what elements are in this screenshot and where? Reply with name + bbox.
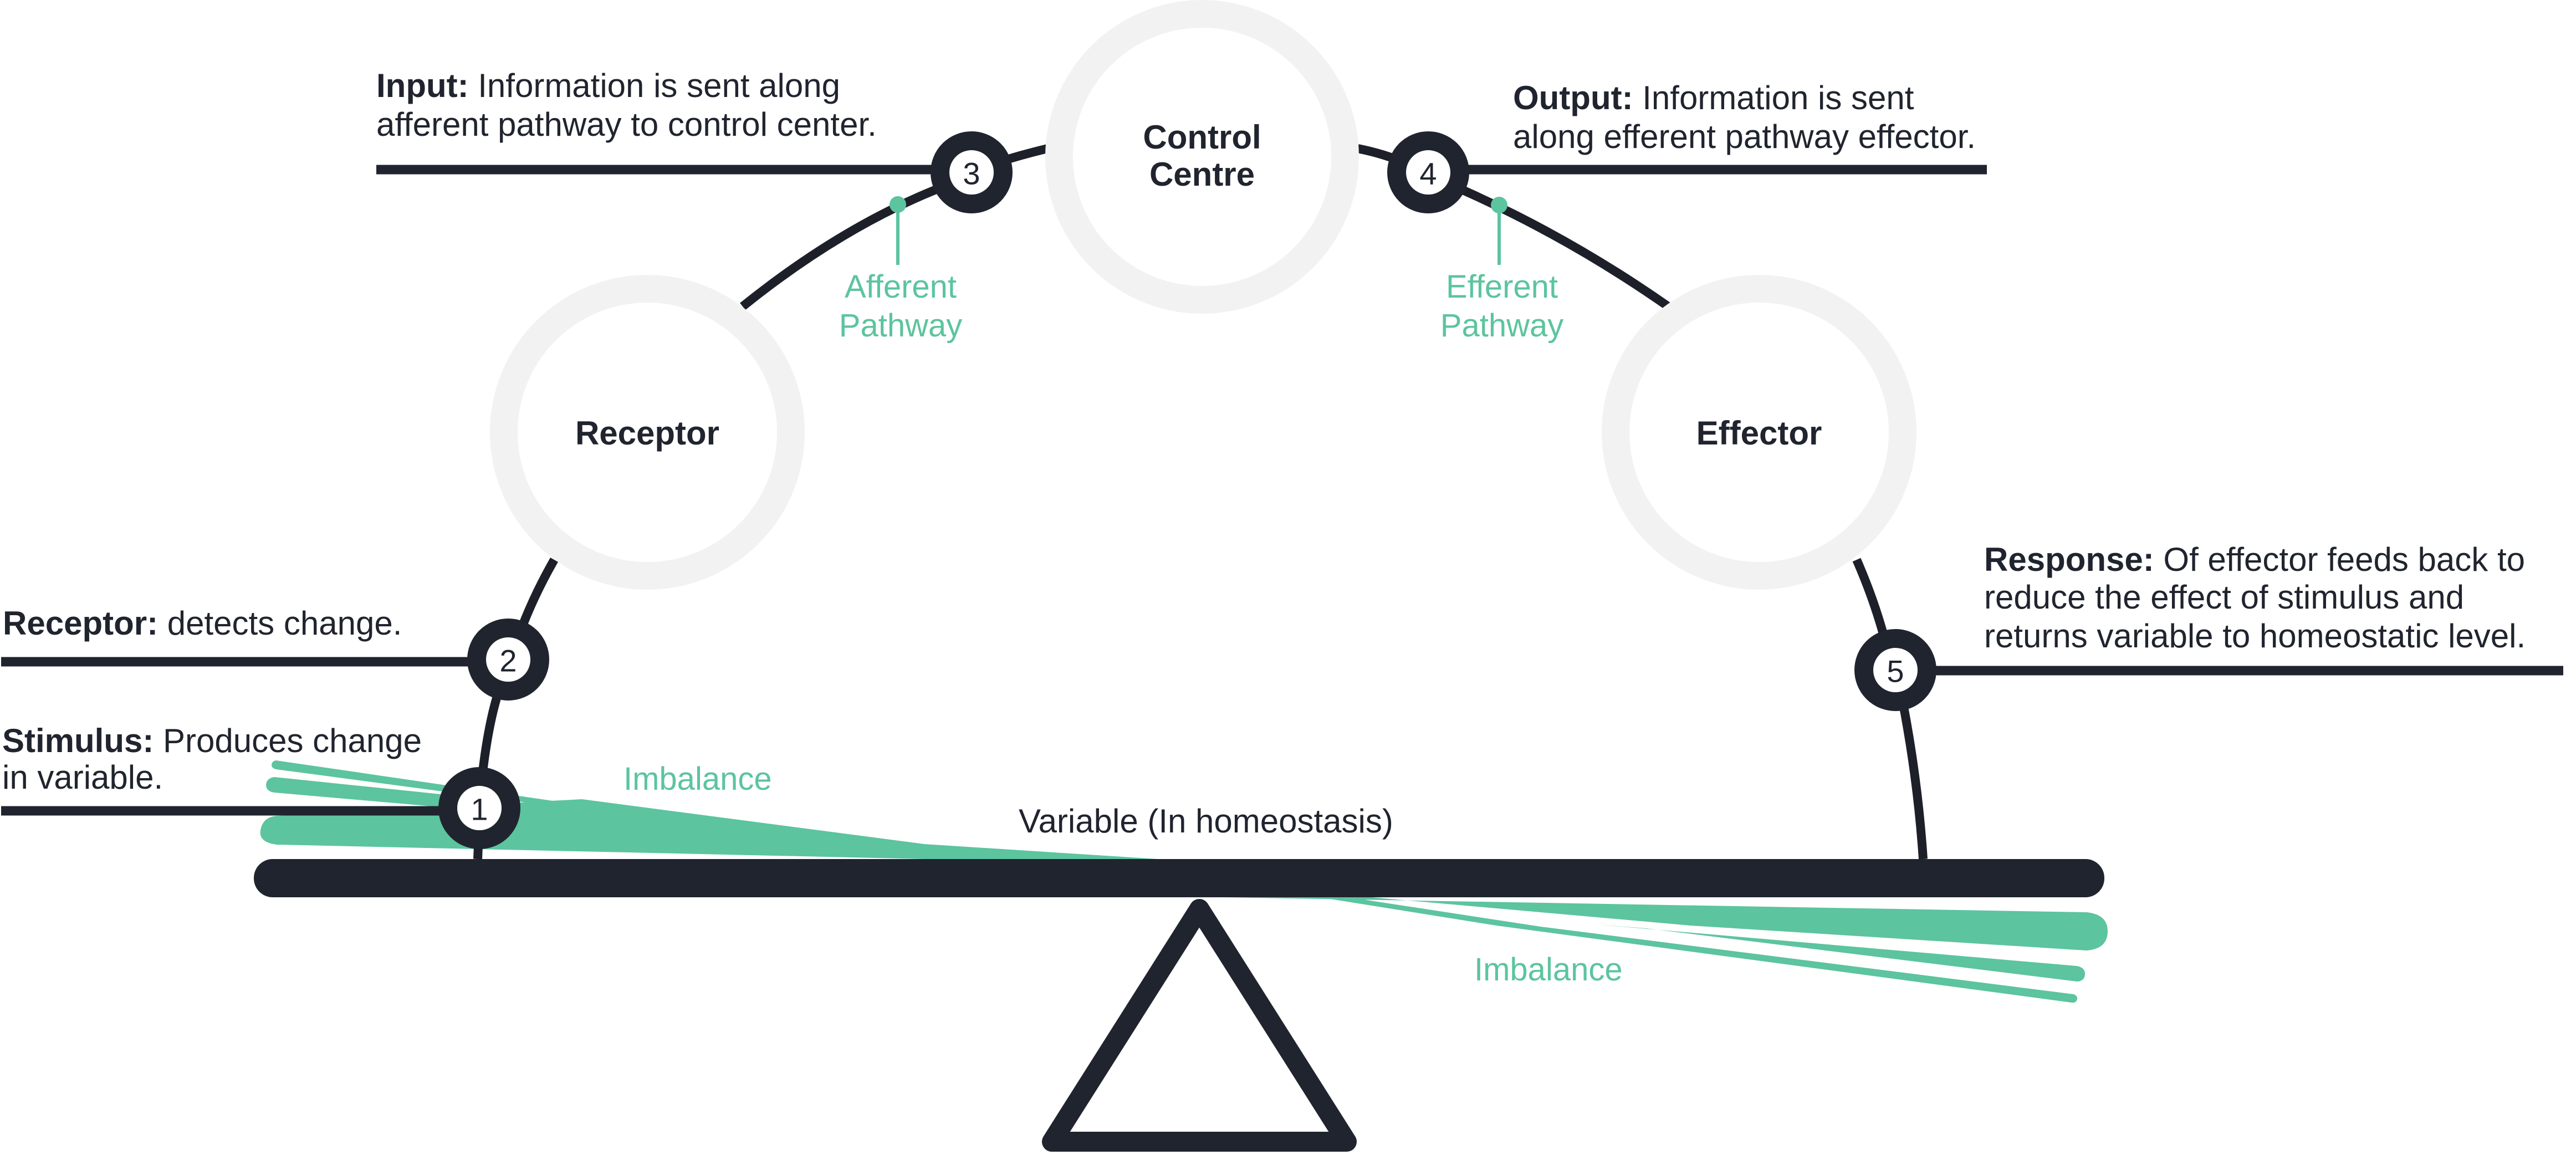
receptor-ring	[490, 275, 805, 590]
receptor-label-body: detects change.	[158, 605, 402, 642]
seesaw-fulcrum	[1042, 899, 1357, 1152]
imbalance-label-top: Imbalance	[623, 761, 772, 797]
effector-ring	[1602, 275, 1916, 590]
step-badge-4: 4	[1387, 131, 1469, 213]
receptor-label-heading: Receptor:	[3, 605, 158, 642]
output-label-line2: along efferent pathway effector.	[1513, 118, 1976, 155]
stimulus-label-line1: Stimulus: Produces change	[2, 722, 422, 759]
receptor-title: Receptor	[575, 415, 719, 452]
efferent-pathway-label-line1: Efferent	[1446, 269, 1558, 305]
step-badge-3-ring	[931, 131, 1013, 213]
afferent-pathway-marker: Afferent Pathway	[839, 196, 962, 344]
imbalance-band-right-medium	[1596, 924, 2085, 982]
input-label-line1: Input: Information is sent along	[376, 67, 840, 104]
step-badge-4-number: 4	[1419, 156, 1437, 191]
seesaw-beam	[254, 859, 2104, 897]
afferent-pathway-dot	[890, 196, 906, 213]
arc-segment-response-to-beam	[1897, 692, 1928, 860]
step-badge-1-number: 1	[471, 792, 488, 827]
effector-title: Effector	[1696, 415, 1822, 452]
response-label-line1: Response: Of effector feeds back to	[1984, 541, 2525, 578]
step-badge-4-ring	[1387, 131, 1469, 213]
arc-segment-receptor-to-input	[739, 178, 955, 310]
control-centre-title-line1: Control	[1143, 119, 1261, 156]
step-badge-1: 1	[438, 767, 520, 849]
step-badge-5-ring	[1854, 629, 1936, 711]
leader-lines	[1, 165, 2563, 816]
output-label-heading: Output:	[1513, 79, 1633, 116]
input-label-heading: Input:	[376, 67, 469, 104]
step-badge-3-number: 3	[963, 156, 980, 191]
control-centre-node: Control Centre	[1045, 0, 1359, 314]
arc-segment-output-to-effector	[1444, 178, 1671, 310]
step-badge-5-number: 5	[1887, 654, 1904, 689]
afferent-pathway-label-line1: Afferent	[845, 269, 957, 305]
efferent-pathway-label-line2: Pathway	[1440, 308, 1563, 344]
efferent-pathway-dot	[1491, 197, 1507, 213]
imbalance-band-right-thin	[1330, 898, 2078, 1003]
effector-node: Effector	[1602, 275, 1916, 590]
stimulus-label-line2: in variable.	[2, 759, 163, 796]
stimulus-label-heading: Stimulus:	[2, 722, 154, 759]
response-label-heading: Response:	[1984, 541, 2154, 578]
receptor-label: Receptor: detects change.	[3, 605, 402, 642]
step-badge-2-ring	[467, 619, 549, 701]
step-badge-3: 3	[931, 131, 1013, 213]
output-label-line1: Output: Information is sent	[1513, 79, 1914, 116]
input-label-line2: afferent pathway to control center.	[376, 106, 877, 143]
imbalance-label-bottom: Imbalance	[1474, 952, 1623, 988]
step-badge-5: 5	[1854, 629, 1936, 711]
step-badge-2: 2	[467, 619, 549, 701]
variable-label: Variable (In homeostasis)	[1019, 803, 1393, 840]
afferent-pathway-label-line2: Pathway	[839, 308, 962, 344]
receptor-node: Receptor	[490, 275, 805, 590]
stimulus-label-body: Produces change	[154, 722, 422, 759]
imbalance-band-left-thin	[272, 760, 610, 814]
imbalance-band-right-thick	[1225, 895, 2108, 950]
output-label-body: Information is sent	[1633, 79, 1914, 116]
input-label-body: Information is sent along	[469, 67, 840, 104]
control-centre-title-line2: Centre	[1149, 156, 1255, 193]
response-label-line3: returns variable to homeostatic level.	[1984, 617, 2526, 655]
efferent-pathway-marker: Efferent Pathway	[1440, 197, 1563, 344]
imbalance-bands-right	[1225, 895, 2108, 1003]
response-label-line2: reduce the effect of stimulus and	[1984, 579, 2464, 616]
step-badge-1-ring	[438, 767, 520, 849]
step-badge-2-number: 2	[499, 643, 517, 678]
response-label-body: Of effector feeds back to	[2154, 541, 2525, 578]
control-centre-ring	[1045, 0, 1359, 314]
seesaw	[254, 859, 2104, 1152]
